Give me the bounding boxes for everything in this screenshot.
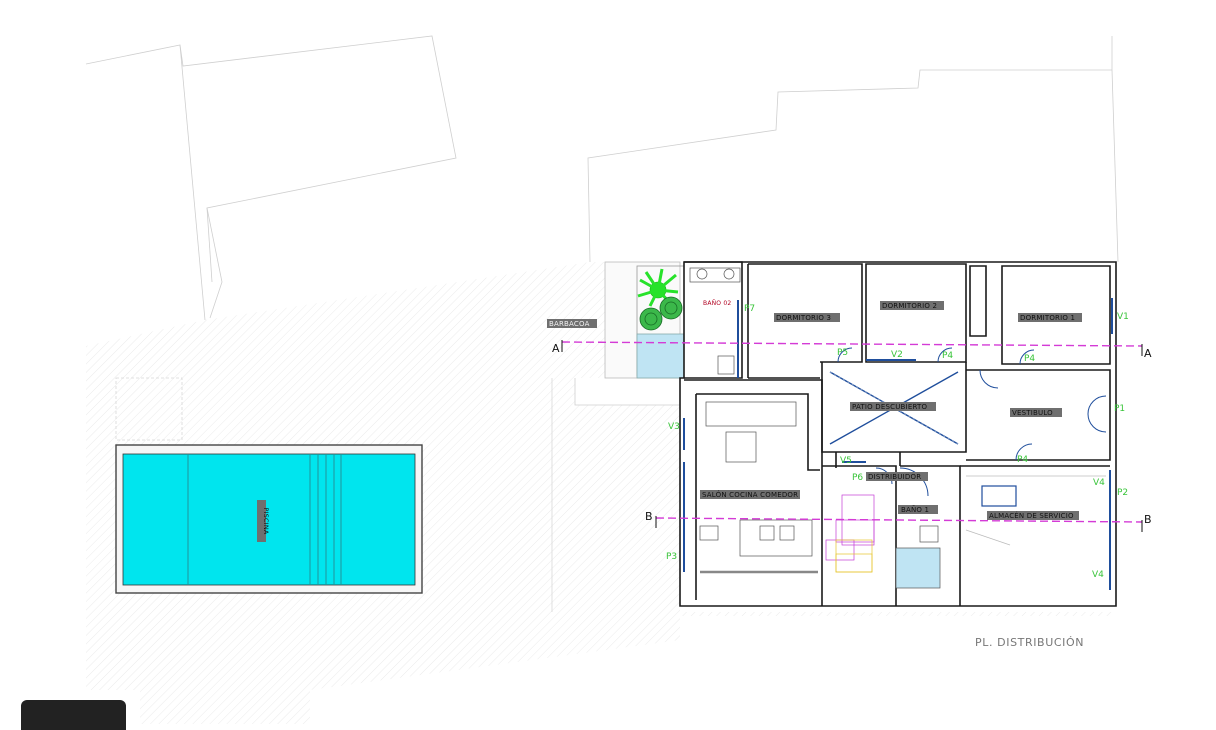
tag-p3: P3 xyxy=(666,552,677,562)
label-bedroom-1: DORMITORIO 1 xyxy=(1020,314,1075,322)
tag-p4-storage: P4 xyxy=(1017,455,1028,465)
swimming-pool: PISCINA xyxy=(115,444,423,594)
courtyard-planters xyxy=(604,261,685,379)
section-a-left: A xyxy=(552,342,560,355)
element-tags: P7 P5 V2 P4 P4 V1 P1 V3 V5 P6 P4 V4 P2 P… xyxy=(666,304,1129,580)
tag-v5: V5 xyxy=(840,456,852,466)
label-bath-2: BAÑO 02 xyxy=(703,300,731,307)
windows xyxy=(683,298,1113,590)
site-outlines xyxy=(85,35,1119,321)
label-bedroom-2: DORMITORIO 2 xyxy=(882,302,937,310)
label-service-storage: ALMACÉN DE SERVICIO xyxy=(989,511,1074,520)
tag-v2: V2 xyxy=(891,350,903,360)
section-lines: A A B B xyxy=(552,340,1152,532)
shrub-icon xyxy=(639,296,683,331)
tag-v1: V1 xyxy=(1117,312,1129,322)
tag-p4-bedroom1: P4 xyxy=(1024,354,1035,364)
building-walls xyxy=(679,261,1117,607)
label-bedroom-3: DORMITORIO 3 xyxy=(776,314,831,322)
tag-p4-bedroom2: P4 xyxy=(942,351,953,361)
label-living-kitchen-dining: SALÓN COCINA COMEDOR xyxy=(702,490,798,499)
palm-tree-icon xyxy=(637,268,679,307)
section-a-right: A xyxy=(1144,347,1152,360)
label-patio: PATIO DESCUBIERTO xyxy=(852,403,927,411)
tag-p1: P1 xyxy=(1114,404,1125,414)
section-b-left: B xyxy=(645,510,653,523)
tag-p5: P5 xyxy=(837,348,848,358)
label-bath-1: BAÑO 1 xyxy=(901,505,929,514)
section-b-right: B xyxy=(1144,513,1152,526)
label-vestibule: VESTIBULO xyxy=(1012,409,1053,417)
tag-p6: P6 xyxy=(852,473,863,483)
room-labels: BARBACOA BAÑO 02 DORMITORIO 3 DORMITORIO… xyxy=(547,300,1082,520)
tag-p2: P2 xyxy=(1117,488,1128,498)
pool-label: PISCINA xyxy=(262,507,270,534)
corner-tab[interactable] xyxy=(21,700,126,730)
tag-v3: V3 xyxy=(668,422,680,432)
tag-p7: P7 xyxy=(744,304,755,314)
terrace-area xyxy=(86,262,1112,724)
tag-v4-upper: V4 xyxy=(1093,478,1105,488)
tag-v4-lower: V4 xyxy=(1092,570,1104,580)
label-barbecue: BARBACOA xyxy=(549,320,590,328)
label-distributor: DISTRIBUIDOR xyxy=(868,473,921,481)
plan-title: PL. DISTRIBUCIÓN xyxy=(975,636,1084,649)
